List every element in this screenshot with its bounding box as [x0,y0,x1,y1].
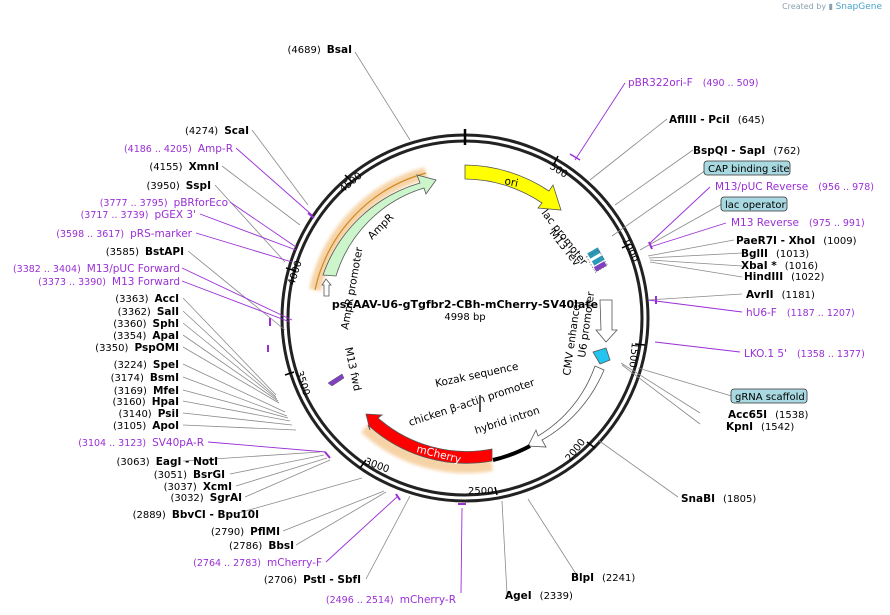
primer-pgex3: (3717 .. 3739)pGEX 3' [81,209,196,221]
primer-marks [267,212,657,505]
boxed-features: CAP binding site lac operator gRNA scaff… [703,160,808,404]
site-hpai: (3160)HpaI [112,396,179,408]
primer-prs-marker: (3598 .. 3617)pRS-marker [56,228,192,240]
primer-m13-puc-forward: (3382 .. 3404)M13/pUC Forward [13,263,180,275]
cmv-arc-feature[interactable] [527,365,605,448]
primer-amp-r: (4186 .. 4205)Amp-R [124,143,233,155]
site-leaders [182,51,743,595]
tick-3500: 3500 [293,370,311,398]
ori-label: ori [503,175,519,190]
u6-arrow [595,299,618,343]
ampr-feature[interactable] [322,174,437,277]
primer-mcherry-r: (2496 .. 2514)mCherry-R [326,594,456,606]
site-pflmi: (2790)PflMI [211,526,280,538]
m13-rev-mark [593,261,607,272]
site-labels: (4689)BsaI (4274)ScaI (4155)XmnI (3950)S… [95,44,856,602]
site-paer7i-xhoi: PaeR7I - XhoI(1009) [736,235,857,247]
primer-m13-puc-reverse: M13/pUC Reverse(956 .. 978) [715,181,874,193]
plasmid-length: 4998 bp [444,312,485,323]
cap-binding-label: CAP binding site [708,164,790,175]
credit-text: Created by [782,2,827,11]
primer-leaders [181,82,743,594]
site-bspqi-sapi: BspQI - SapI(762) [693,145,800,157]
site-psii: (3140)PsiI [118,408,179,420]
primer-hu6-f: hU6-F(1187 .. 1207) [746,307,855,319]
site-kpni: KpnI(1542) [726,421,794,433]
site-pspomi: (3350)PspOMI [95,342,179,354]
ampr-orange-outline [314,172,427,291]
site-agei: AgeI(2339) [505,590,573,602]
site-bsai: (4689)BsaI [287,44,352,56]
site-sphi: (3360)SphI [113,318,179,330]
tick-1500: 1500 [626,342,640,368]
lac-operator-label: lac operator [725,200,786,211]
mcherry-glow [360,423,494,474]
site-acc65i: Acc65I(1538) [728,409,808,421]
site-afliii-pcii: AflIII - PciI(645) [669,114,765,126]
cap-binding-box[interactable] [703,160,791,176]
site-avrii: AvrII(1181) [746,289,815,301]
site-apai: (3354)ApaI [113,330,179,342]
lac-operator-mark [591,255,605,266]
site-xcmi: (3037)XcmI [164,481,232,493]
site-bsrgi: (3051)BsrGI [154,469,225,481]
u6-feature[interactable] [592,347,611,365]
hybrid-intron-label: hybrid intron [473,405,541,437]
m13-fwd-label: M13 fwd [342,346,363,392]
site-xmni: (4155)XmnI [149,161,219,173]
primer-mcherry-f: (2764 .. 2783)mCherry-F [193,557,322,569]
site-apoi: (3105)ApoI [113,420,179,432]
site-eagi-noti: (3063)EagI - NotI [116,456,218,468]
site-bglii: BglII(1013) [741,248,809,260]
primer-labels: pBR322ori-F(490 .. 509) M13/pUC Reverse(… [13,77,874,606]
credit-brand: SnapGene [835,2,882,12]
primer-pbr322ori-f: pBR322ori-F(490 .. 509) [628,77,758,89]
ampr-promoter-feature[interactable] [321,278,332,297]
primer-lko1: LKO.1 5'(1358 .. 1377) [744,348,865,360]
site-sali: (3362)SalI [118,306,179,318]
site-mfei: (3169)MfeI [114,385,179,397]
plasmid-name: pscAAV-U6-gTgfbr2-CBh-mCherry-SV40late [332,298,598,311]
m13-fwd-feature[interactable] [327,373,345,387]
site-hindiii: HindIII(1022) [744,271,824,283]
hybrid-intron-feature[interactable] [492,444,531,462]
grna-scaffold-box[interactable] [730,388,808,404]
snapgene-credit: Created by ▮ SnapGene [782,2,882,12]
grna-scaffold-label: gRNA scaffold [735,392,805,403]
snapgene-logo-icon: ▮ [828,2,834,11]
site-sgrai: (3032)SgrAI [170,492,242,504]
site-psti-sbfi: (2706)PstI - SbfI [264,574,361,586]
site-scai: (4274)ScaI [185,125,249,137]
primer-sv40pa-r: (3104 .. 3123)SV40pA-R [78,437,204,449]
site-bbvci-bpu10i: (2889)BbvCI - Bpu10I [133,509,259,521]
site-spei: (3224)SpeI [114,359,179,371]
mcherry-feature[interactable] [365,413,493,464]
site-bbsi: (2786)BbsI [229,540,294,552]
site-bstapi: (3585)BstAPI [106,246,184,258]
primer-m13-forward: (3373 .. 3390)M13 Forward [38,276,180,288]
cap-binding-mark [587,247,601,259]
lac-region-outline [586,249,608,273]
ori-feature[interactable] [464,164,562,211]
primer-pbrforeco: (3777 .. 3795)pBRforEco [100,197,228,209]
primer-m13-reverse: M13 Reverse(975 .. 991) [731,217,865,229]
site-snabi: SnaBI(1805) [681,493,756,505]
box-leaders [611,169,736,398]
site-blpi: BlpI(2241) [571,572,635,584]
site-sspi: (3950)SspI [146,180,211,192]
site-acci: (3363)AccI [115,293,179,305]
tick-1000: 1000 [619,236,640,264]
site-bsmi: (3174)BsmI [111,372,179,384]
lac-operator-box[interactable] [720,196,788,212]
tick-2500: 2500 [468,486,493,497]
site-xbai: XbaI *(1016) [741,260,818,272]
